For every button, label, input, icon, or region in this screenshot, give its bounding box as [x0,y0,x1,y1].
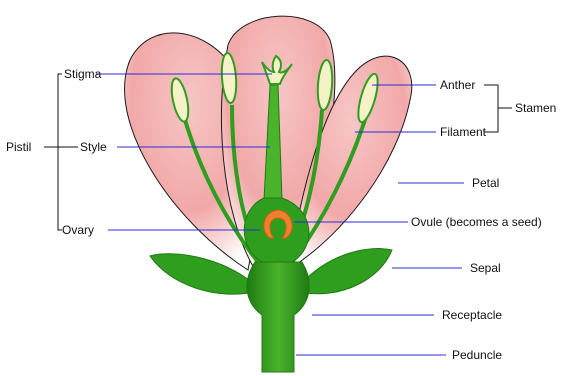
label-petal: Petal [472,176,499,190]
label-ovule: Ovule (becomes a seed) [411,215,542,229]
label-peduncle: Peduncle [452,348,502,362]
label-style: Style [80,140,107,154]
label-sepal: Sepal [470,261,501,275]
label-stamen: Stamen [515,101,556,115]
label-filament: Filament [440,125,487,139]
label-ovary: Ovary [62,223,94,237]
label-stigma: Stigma [64,67,102,81]
pistil-bracket [58,74,62,230]
stamen-bracket [484,85,498,132]
label-anther: Anther [440,78,475,92]
sepal-right [300,249,392,294]
label-receptacle: Receptacle [442,308,502,322]
label-pistil: Pistil [6,140,31,154]
